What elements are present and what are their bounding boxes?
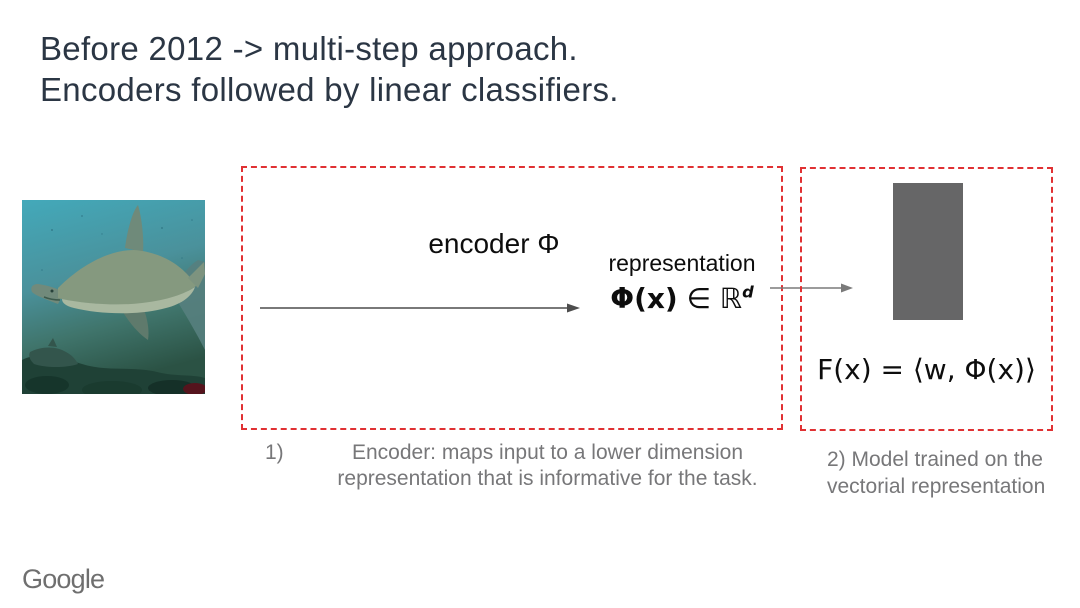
shark-image xyxy=(22,200,205,394)
model-weights-bar xyxy=(893,183,963,320)
representation-formula-main: Φ(x) xyxy=(610,282,678,315)
box-connector-arrow xyxy=(770,283,853,293)
slide-title: Before 2012 -> multi-step approach. Enco… xyxy=(40,28,619,110)
reef-shadow xyxy=(82,381,142,394)
title-line-1: Before 2012 -> multi-step approach. xyxy=(40,30,578,67)
encoder-label: encoder Φ xyxy=(428,228,560,259)
encoder-step-box: encoder Φ representation Φ(x) ∈ ℝd xyxy=(241,166,783,430)
representation-formula-sup: d xyxy=(742,282,754,302)
title-line-2: Encoders followed by linear classifiers. xyxy=(40,71,619,108)
reef-shadow xyxy=(25,376,69,394)
representation-formula-in: ∈ ℝ xyxy=(677,282,743,315)
caption-encoder-marker: 1) xyxy=(265,441,284,464)
encoder-arrow xyxy=(260,303,580,313)
representation-formula: Φ(x) ∈ ℝd xyxy=(591,282,773,315)
model-formula: F(x) = ⟨w, Φ(x)⟩ xyxy=(817,353,1036,386)
caption-encoder: 1) Encoder: maps input to a lower dimens… xyxy=(265,440,765,492)
red-coral-patch xyxy=(183,383,205,394)
representation-label: representation xyxy=(608,250,756,276)
hammerhead-shark xyxy=(31,205,205,340)
caption-model: 2) Model trained on the vectorial repres… xyxy=(827,448,1046,498)
model-step-box: F(x) = ⟨w, Φ(x)⟩ xyxy=(800,167,1053,431)
caption-encoder-text: Encoder: maps input to a lower dimension… xyxy=(337,441,758,490)
small-shark xyxy=(29,338,78,367)
google-logo: Google xyxy=(22,564,105,594)
